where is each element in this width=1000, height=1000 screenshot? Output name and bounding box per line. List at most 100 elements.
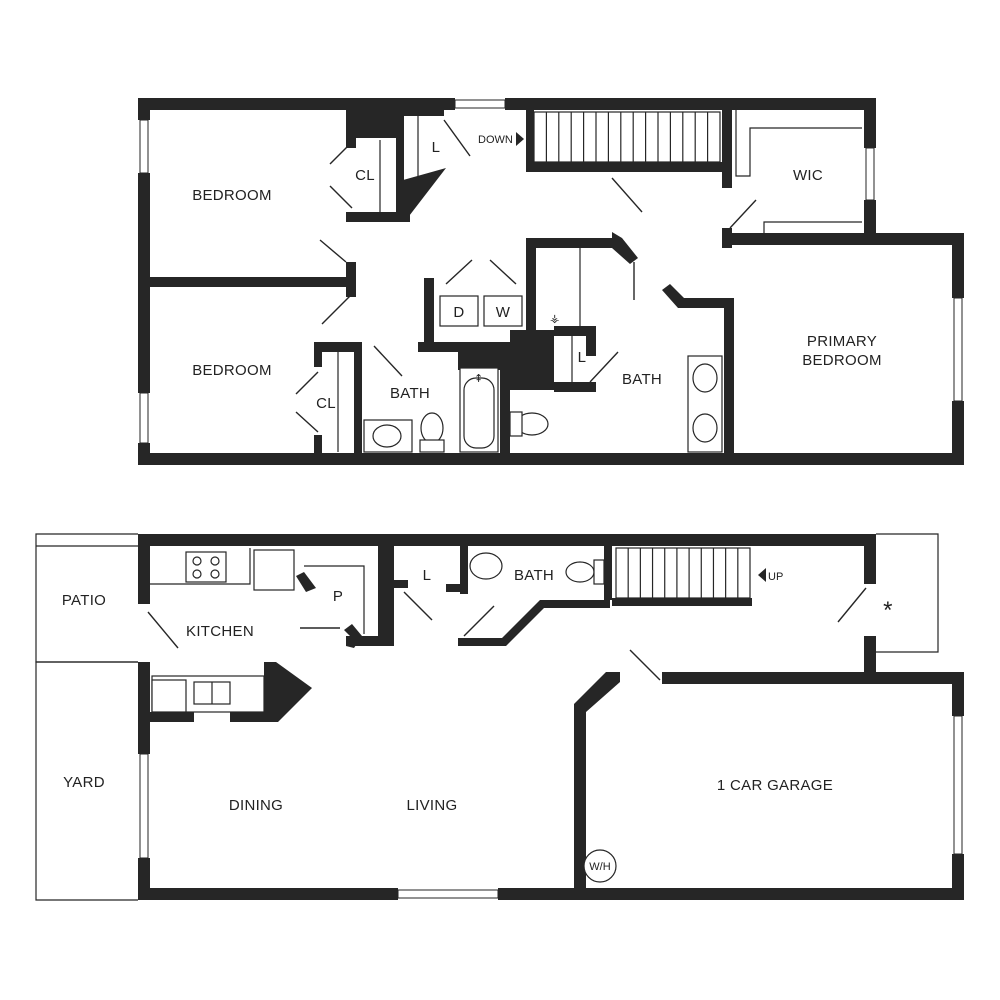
- label-linen-2: L: [578, 349, 587, 366]
- label-pantry: P: [333, 588, 343, 605]
- lower-wall-bottom-right: [498, 888, 964, 900]
- kitchen-lower-wall-b: [230, 712, 270, 722]
- lower-wall-right-entry: [864, 636, 876, 682]
- washer: [483, 295, 523, 327]
- garage-wall-right-2: [952, 854, 964, 900]
- label-linen: L: [423, 567, 432, 584]
- door-lower-bath[interactable]: [463, 605, 495, 637]
- entry-porch-outline: [876, 533, 939, 653]
- dishwasher: [151, 679, 187, 713]
- label-patio: PATIO: [62, 592, 106, 609]
- door-bedroom1[interactable]: [319, 239, 347, 263]
- door-linen1[interactable]: [443, 119, 471, 157]
- linen-wall-right: [460, 546, 468, 594]
- door-cl1-b[interactable]: [329, 185, 353, 209]
- upper-wall-far-right-2: [952, 401, 964, 465]
- hall-toilet-tank: [419, 439, 445, 453]
- upper-floor: ⇞ ⚶ BEDROOM BEDROOM CL CL L L WIC PRIMAR…: [138, 98, 964, 465]
- dryer: [439, 295, 479, 327]
- up-arrow-icon: [758, 568, 766, 582]
- kitchen-wall-left: [138, 546, 150, 604]
- wall-wic-left-b: [722, 228, 732, 248]
- wall-cl1-right: [396, 108, 404, 218]
- lower-bath-sink: [469, 552, 503, 580]
- stair-wall-bottom: [612, 598, 752, 606]
- upper-wall-top-right: [505, 98, 876, 110]
- wall-chase-block: [510, 330, 554, 390]
- yard-outline: [35, 661, 138, 901]
- door-front-entry[interactable]: [837, 587, 867, 623]
- refrigerator: [253, 549, 295, 591]
- hall-toilet: [420, 412, 444, 444]
- label-lower-bath: BATH: [514, 567, 554, 584]
- wall-bedroom2-right: [346, 262, 356, 297]
- wall-cl2-right: [354, 342, 362, 457]
- burner-1: [192, 556, 202, 566]
- upper-top-window: [454, 99, 506, 109]
- wic-shelf-line-2: [763, 221, 862, 236]
- wall-primary-bath-right: [724, 298, 734, 458]
- door-bedroom2[interactable]: [321, 295, 351, 325]
- bath-wall-angle: [458, 600, 610, 646]
- lower-wall-right-top: [864, 534, 876, 584]
- door-hall-bath[interactable]: [373, 345, 403, 377]
- upper-wall-top-left: [138, 98, 455, 110]
- stairs-up: [615, 547, 766, 599]
- wall-primary-bath-angle2: [662, 284, 734, 308]
- pantry-wall-right: [378, 546, 388, 646]
- door-laundry-a[interactable]: [445, 259, 473, 285]
- label-dining: DINING: [229, 797, 283, 814]
- label-stairs-down: DOWN: [478, 134, 513, 146]
- door-linen2[interactable]: [589, 351, 619, 383]
- linen-wall-right-b: [446, 584, 468, 592]
- door-stairs-hall[interactable]: [611, 177, 643, 213]
- wall-tub-right: [500, 360, 510, 455]
- upper-wall-bottom: [138, 453, 964, 465]
- door-cl1-a[interactable]: [329, 141, 353, 165]
- wall-laundry-right: [526, 238, 536, 348]
- upper-wic-window: [865, 147, 875, 201]
- range: [185, 551, 227, 583]
- fridge-wall-angle: [296, 572, 316, 592]
- label-washer: W: [496, 304, 511, 321]
- burner-3: [192, 569, 202, 579]
- wall-bedrooms-divider: [148, 277, 356, 287]
- garage-wall-right-1: [952, 672, 964, 716]
- lower-bath-toilet-tank: [593, 559, 605, 585]
- tub-drain-icon: ⇞: [474, 373, 483, 385]
- door-linen[interactable]: [403, 591, 433, 621]
- door-garage[interactable]: [629, 649, 661, 681]
- label-bath-primary: BATH: [622, 371, 662, 388]
- upper-wall-right-top: [864, 98, 876, 148]
- lower-bath-toilet: [565, 561, 595, 583]
- label-dryer: D: [453, 304, 464, 321]
- label-bath-hall: BATH: [390, 385, 430, 402]
- kitchen-counter-top: [150, 548, 251, 585]
- upper-primary-window: [953, 297, 963, 402]
- label-primary-bedroom-2: BEDROOM: [802, 352, 882, 369]
- label-closet-2: CL: [316, 395, 336, 412]
- wall-primary-bath-angle: [612, 232, 638, 264]
- kitchen-peninsula: [264, 662, 312, 722]
- door-cl2-a[interactable]: [295, 371, 319, 395]
- lower-bottom-window: [397, 889, 499, 899]
- linen-wall-left: [386, 546, 394, 646]
- lower-wall-left-mid: [138, 662, 150, 754]
- lower-left-window: [139, 753, 149, 859]
- lower-wall-top: [138, 534, 876, 546]
- wall-bedroom1-right-b: [346, 212, 410, 222]
- lower-wall-bottom-left: [138, 888, 398, 900]
- door-patio[interactable]: [147, 611, 179, 649]
- door-laundry-b[interactable]: [489, 259, 517, 285]
- garage-wall-left: [574, 672, 620, 890]
- door-cl2-b[interactable]: [295, 411, 319, 433]
- stairs-down: [516, 111, 721, 163]
- wall-primary-bath-top: [526, 238, 618, 248]
- hall-sink: [372, 424, 402, 448]
- door-wic[interactable]: [729, 199, 757, 229]
- label-kitchen: KITCHEN: [186, 623, 254, 640]
- upper-left-window-1: [139, 119, 149, 174]
- floor-drain-icon: ⚶: [550, 313, 559, 325]
- wall-stair-top-left: [526, 108, 534, 168]
- wall-laundry-left: [424, 278, 434, 350]
